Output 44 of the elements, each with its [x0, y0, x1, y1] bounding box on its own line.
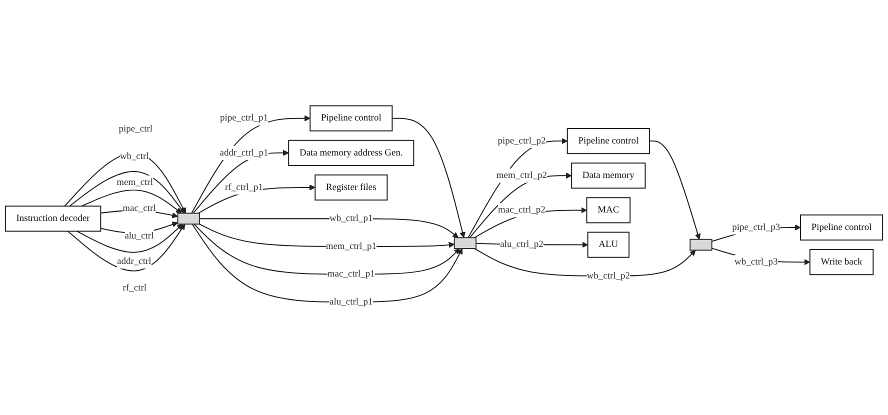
node-box: Write back [809, 249, 874, 276]
edge-label: wb_ctrl_p1 [330, 214, 373, 224]
edge-label: wb_ctrl [120, 152, 149, 162]
edge-label: mem_ctrl [116, 178, 153, 188]
arrow [469, 172, 572, 238]
node-box: Register files [314, 174, 388, 201]
edge-label: rf_ctrl [122, 282, 147, 294]
edge-label: mem_ctrl_p2 [496, 170, 548, 181]
edge-label: wb_ctrl_p2 [586, 270, 630, 282]
node-bar [454, 237, 477, 250]
node-box: Pipeline control [310, 105, 393, 132]
edge-label: pipe_ctrl_p2 [498, 136, 546, 146]
arrow [69, 170, 185, 214]
node-box: Pipeline control [566, 128, 650, 154]
arrow [67, 224, 186, 272]
edge-label: pipe_ctrl [118, 124, 153, 134]
edge-label: addr_ctrl_p1 [220, 148, 268, 158]
edge-label: pipe_ctrl_p1 [220, 113, 268, 124]
edge-label: alu_ctrl_p1 [330, 297, 373, 308]
edge-label: alu_ctrl [124, 231, 154, 242]
arrow [192, 150, 289, 214]
node-box: Pipeline control [800, 214, 884, 241]
arrow [649, 140, 701, 240]
arrow [392, 118, 466, 238]
arrow [468, 138, 568, 238]
edge-label: mac_ctrl [122, 203, 156, 214]
node-box: Data memory [571, 162, 646, 189]
edge-label: mem_ctrl_p1 [326, 241, 376, 252]
edge-label: rf_ctrl_p1 [225, 182, 264, 193]
arrow [81, 190, 182, 214]
arrow [76, 224, 183, 253]
edge-label: mac_ctrl_p1 [327, 269, 375, 280]
node-box: Instruction decoder [4, 206, 102, 232]
node-box: ALU [587, 232, 630, 258]
edge-label: mac_ctrl_p2 [498, 205, 546, 216]
arrow [191, 115, 310, 214]
edge-label: wb_ctrl_p3 [734, 257, 778, 268]
edge-label: alu_ctrl_p2 [500, 240, 544, 250]
node-bar [690, 238, 712, 251]
edge-label: pipe_ctrl_p3 [732, 222, 780, 233]
edge-label: addr_ctrl [117, 256, 152, 267]
node-box: MAC [586, 197, 631, 224]
node-bar [177, 212, 200, 225]
node-box: Data memory address Gen. [288, 140, 414, 166]
